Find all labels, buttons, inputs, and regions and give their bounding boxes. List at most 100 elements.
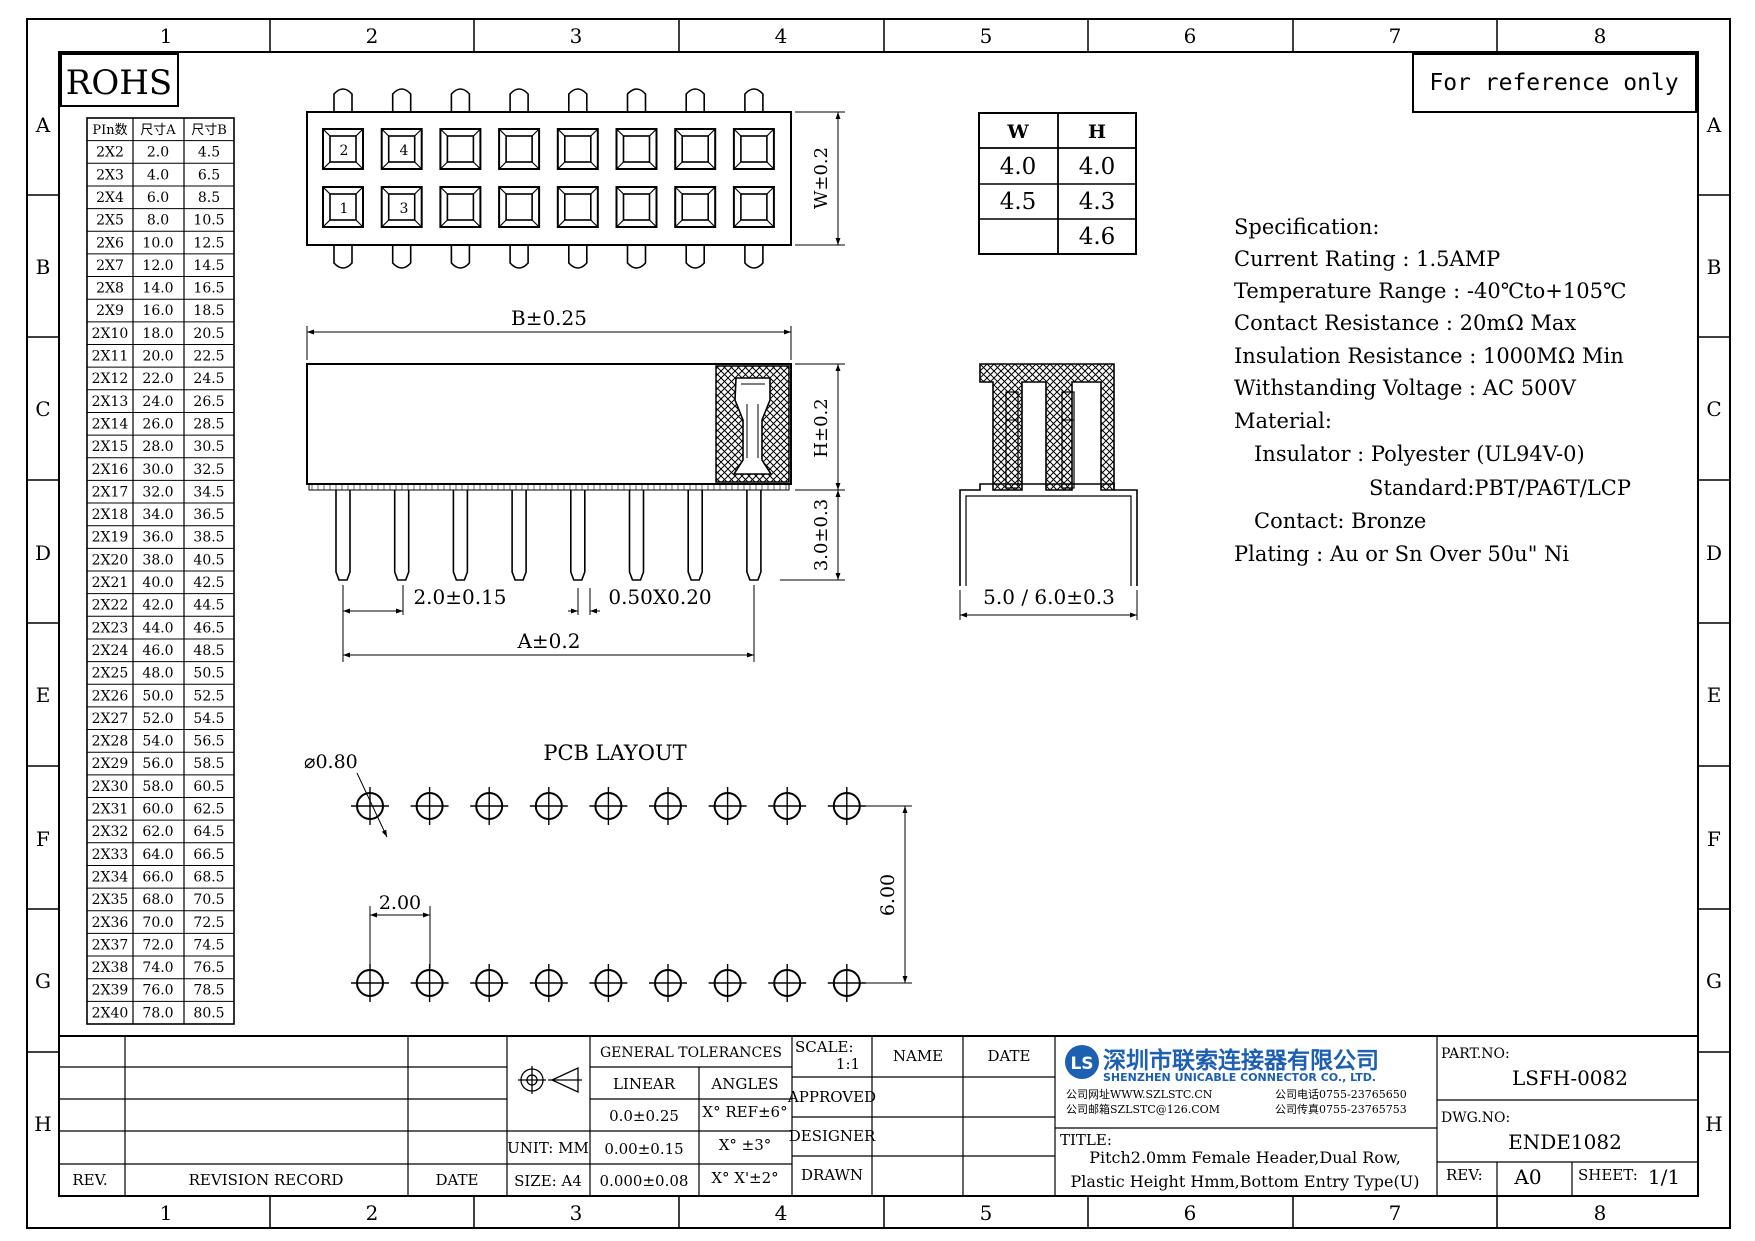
pin-table-cell: 80.5 — [193, 1005, 224, 1021]
pin-table-cell: 2X26 — [92, 688, 129, 704]
row-label-right: F — [1707, 827, 1721, 851]
row-label-left: D — [35, 541, 51, 565]
scale-value: 1:1 — [836, 1055, 860, 1073]
cavity-chamfer — [322, 186, 364, 228]
contact-cavity-inner — [446, 135, 475, 163]
top-pin-tab — [626, 88, 647, 112]
pin-table-cell: 2X18 — [92, 507, 129, 523]
top-pin-tab — [391, 88, 412, 112]
tol-linear: 0.0±0.25 — [609, 1107, 679, 1125]
company-phone: 公司电话0755-23765650 — [1275, 1088, 1407, 1101]
pin-table-cell: 30.0 — [142, 462, 173, 478]
contact-cavity-inner — [505, 193, 533, 221]
wh-cell: 4.6 — [1079, 224, 1116, 250]
pin-table-cell: 10.5 — [193, 213, 224, 229]
dwg-no: ENDE1082 — [1508, 1130, 1622, 1154]
company-name-en: SHENZHEN UNICABLE CONNECTOR CO., LTD. — [1103, 1071, 1376, 1084]
pcb-hole-label: ⌀0.80 — [304, 751, 358, 773]
pin-table-cell: 16.5 — [193, 281, 224, 297]
contact-cavity — [498, 186, 541, 228]
pin-table-cell: 66.0 — [142, 869, 173, 885]
cavity-chamfer — [557, 186, 599, 228]
pin-table-cell: 2X24 — [92, 643, 129, 659]
bottom-pin-tab — [333, 245, 353, 269]
pin-table-header: PIn数 — [92, 123, 127, 138]
bottom-pin-tab — [568, 245, 588, 269]
pin-table-cell: 2X31 — [92, 802, 129, 818]
approved-label: APPROVED — [787, 1088, 876, 1106]
contact-cavity-inner — [329, 193, 357, 221]
col-label-top: 2 — [366, 24, 379, 48]
pin-table-cell: 14.5 — [193, 258, 224, 274]
pin-table-cell: 16.0 — [142, 303, 173, 319]
pcb-layout: PCB LAYOUT ⌀0.80 6.00 2.00 — [304, 741, 912, 1002]
pin-table-cell: 66.5 — [193, 847, 224, 863]
pin-table-cell: 2X27 — [92, 711, 129, 727]
top-pin-tab — [333, 88, 353, 112]
pin-table-cell: 28.5 — [193, 416, 224, 432]
projection-symbol — [518, 1066, 582, 1094]
pin-table-cell: 64.0 — [142, 847, 173, 863]
rohs-label: ROHS — [66, 63, 172, 103]
bottom-pin-tab — [509, 245, 529, 269]
pin-table-cell: 2X9 — [96, 303, 124, 319]
cavity-chamfer — [498, 186, 540, 228]
part-no: LSFH-0082 — [1512, 1066, 1628, 1090]
pin-number-label: 1 — [340, 201, 349, 217]
spec-line: Contact Resistance : 20mΩ Max — [1234, 311, 1576, 335]
date-col-header: DATE — [988, 1047, 1031, 1065]
tol-angles: X° X'±2° — [711, 1169, 778, 1187]
cavity-chamfer — [498, 128, 540, 170]
pin-table-cell: 2X11 — [92, 349, 129, 365]
pin-table-cell: 68.5 — [193, 869, 224, 885]
company-email: 公司邮箱SZLSTC@126.COM — [1066, 1102, 1220, 1116]
contact-cavity-inner — [387, 193, 416, 221]
name-header: NAME — [893, 1047, 943, 1065]
contact-cavity-inner — [505, 135, 533, 163]
pin-table-cell: 38.5 — [193, 530, 224, 546]
dim-h-label: H±0.2 — [811, 398, 832, 457]
pin-table-cell: 2X4 — [96, 190, 124, 206]
spec-title: Specification: — [1234, 215, 1379, 239]
contact-cavity — [732, 128, 775, 170]
pin-table-cell: 20.0 — [142, 349, 173, 365]
cavity-chamfer — [381, 128, 423, 170]
pin-table-cell: 52.0 — [142, 711, 173, 727]
dim-pin-label: 0.50X0.20 — [608, 585, 711, 609]
pin-table-cell: 42.0 — [142, 598, 173, 614]
cavity-chamfer — [439, 128, 481, 170]
pin-table-cell: 2X23 — [92, 620, 129, 636]
pcb-hole-crosshair — [768, 964, 807, 1002]
tol-angles: X° ±3° — [719, 1136, 772, 1154]
pin-table-cell: 60.0 — [142, 802, 173, 818]
pin-table-cell: 14.0 — [142, 281, 173, 297]
solder-tail — [746, 490, 762, 581]
pcb-hole-crosshair — [708, 964, 747, 1002]
pin-table-cell: 2X2 — [96, 145, 124, 161]
pin-table-cell: 50.5 — [193, 666, 224, 682]
pin-table-cell: 32.5 — [193, 462, 224, 478]
contact-cavity-inner — [622, 193, 651, 221]
pin-table-cell: 2X33 — [92, 847, 129, 863]
drawing-frame: 1 2 3 4 5 6 7 8 1 2 3 4 5 6 7 8 A B C D … — [26, 18, 1731, 1229]
wh-table: W H 4.0 4.0 4.5 4.3 4.6 — [978, 112, 1137, 255]
company-name-cn: 深圳市联索连接器有限公司 — [1103, 1047, 1379, 1074]
pin-table-cell: 44.5 — [193, 598, 224, 614]
angles-header: ANGLES — [710, 1075, 778, 1093]
pin-table-cell: 2X29 — [92, 756, 129, 772]
pin-table-cell: 2X30 — [92, 779, 129, 795]
contact-cavity-inner — [387, 135, 416, 163]
pin-table-cell: 2X5 — [96, 213, 124, 229]
col-label-top: 4 — [775, 24, 788, 48]
side-view: B±0.25 H±0.2 3.0±0.3 2.0±0.15 0.50X0 — [306, 306, 845, 662]
pin-table-cell: 24.0 — [142, 394, 173, 410]
spec-line: Insulation Resistance : 1000MΩ Min — [1234, 344, 1624, 368]
dim-b-label: B±0.25 — [511, 306, 587, 330]
col-label-top: 3 — [570, 24, 583, 48]
solder-tail — [452, 490, 469, 581]
pin-table-cell: 8.0 — [147, 213, 169, 229]
pin-table-cell: 4.0 — [147, 167, 169, 183]
scale-label: SCALE: — [795, 1038, 854, 1056]
top-pin-tab — [685, 88, 705, 112]
